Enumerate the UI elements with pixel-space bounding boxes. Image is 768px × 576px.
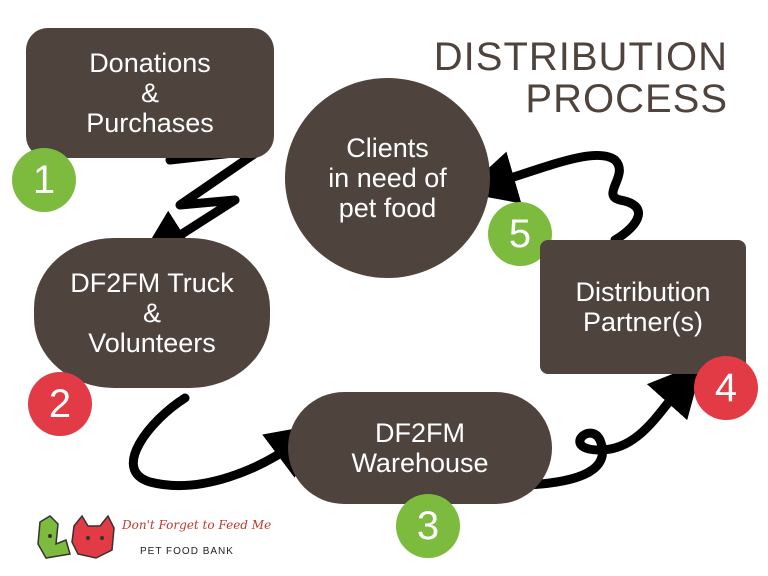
step-2-badge: 2 <box>28 372 92 436</box>
step-truck-volunteers: DF2FM Truck & Volunteers <box>34 238 270 388</box>
step-donations-purchases: Donations & Purchases <box>26 28 274 158</box>
step-5-label: Clients in need of pet food <box>328 133 447 223</box>
step-warehouse: DF2FM Warehouse <box>288 392 552 504</box>
dog-cat-icon <box>37 514 115 559</box>
logo-name: Don't Forget to Feed Me <box>122 518 272 532</box>
step-3-badge: 3 <box>396 494 460 558</box>
diagram-title: DISTRIBUTION PROCESS <box>433 35 728 121</box>
step-1-badge: 1 <box>12 148 76 212</box>
step-distribution-partners: Distribution Partner(s) <box>540 240 746 374</box>
arrow-3-to-4 <box>523 361 703 490</box>
arrow-2-to-3 <box>128 393 322 490</box>
pet-food-bank-logo: Don't Forget to Feed Me PET FOOD BANK <box>36 514 271 564</box>
step-4-badge: 4 <box>694 356 758 420</box>
step-3-label: DF2FM Warehouse <box>351 418 489 478</box>
step-4-label: Distribution Partner(s) <box>575 277 711 337</box>
step-1-label: Donations & Purchases <box>86 48 214 138</box>
arrow-4-to-5 <box>462 150 643 245</box>
logo-subtitle: PET FOOD BANK <box>140 546 234 557</box>
step-clients: Clients in need of pet food <box>285 78 490 278</box>
step-2-label: DF2FM Truck & Volunteers <box>70 268 234 358</box>
